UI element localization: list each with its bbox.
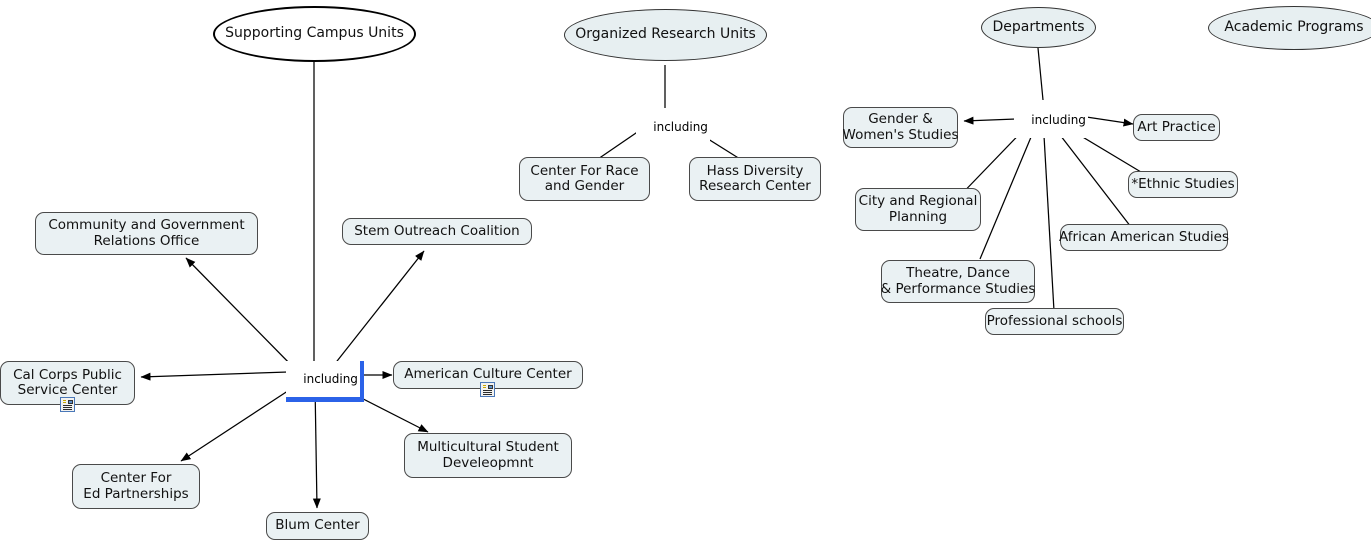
document-image-icon[interactable] <box>60 397 75 412</box>
concept-label: City and Regional Planning <box>858 193 978 225</box>
concept-city-and-regional-planning[interactable]: City and Regional Planning <box>855 188 981 231</box>
concept-blum-center[interactable]: Blum Center <box>266 512 369 540</box>
concept-label: Theatre, Dance & Performance Studies <box>880 265 1036 297</box>
root-node-departments[interactable]: Departments <box>981 7 1096 48</box>
root-label: Organized Research Units <box>575 26 756 43</box>
concept-label: African American Studies <box>1059 228 1229 245</box>
concept-label: Gender & Women's Studies <box>842 111 959 143</box>
concept-center-for-race-and-gender[interactable]: Center For Race and Gender <box>519 157 650 201</box>
link-label-text: including <box>303 372 358 386</box>
root-node-supporting-campus-units[interactable]: Supporting Campus Units <box>213 6 416 62</box>
concept-label: Hass Diversity Research Center <box>699 162 811 194</box>
concept-hass-diversity-research-center[interactable]: Hass Diversity Research Center <box>689 157 821 201</box>
concept-community-and-government-relations-office[interactable]: Community and Government Relations Offic… <box>35 212 258 255</box>
concept-multicultural-student-develeopmnt[interactable]: Multicultural Student Develeopmnt <box>404 433 572 478</box>
link-label-supporting-including[interactable]: including <box>286 361 364 402</box>
link-label-departments-including[interactable]: including <box>1014 102 1088 138</box>
concept-label: Art Practice <box>1137 118 1216 135</box>
icon-lines <box>483 390 492 395</box>
concept-label: Community and Government Relations Offic… <box>48 217 245 249</box>
document-image-icon[interactable] <box>480 382 495 397</box>
concept-center-for-ed-partnerships[interactable]: Center For Ed Partnerships <box>72 464 200 509</box>
link-label-text: including <box>1031 113 1086 127</box>
root-label: Supporting Campus Units <box>225 25 404 42</box>
concept-label: Professional schools <box>986 312 1123 329</box>
concept-art-practice[interactable]: Art Practice <box>1133 114 1220 141</box>
root-node-academic-programs[interactable]: Academic Programs <box>1208 6 1371 50</box>
concept-gender-and-womens-studies[interactable]: Gender & Women's Studies <box>843 107 958 148</box>
concept-label: American Culture Center <box>404 366 572 383</box>
link-label-text: including <box>653 120 708 134</box>
root-label: Academic Programs <box>1224 19 1364 36</box>
link-label-research-including[interactable]: including <box>636 109 710 145</box>
concept-label: Center For Race and Gender <box>530 162 639 194</box>
root-label: Departments <box>992 18 1085 35</box>
icon-picture <box>488 384 493 389</box>
concept-label: *Ethnic Studies <box>1131 175 1235 192</box>
concept-label: Multicultural Student Develeopmnt <box>417 439 559 471</box>
concept-theatre-dance-and-performance-studies[interactable]: Theatre, Dance & Performance Studies <box>881 260 1035 303</box>
icon-picture <box>68 399 73 404</box>
concept-african-american-studies[interactable]: African American Studies <box>1059 224 1229 251</box>
icon-bars <box>483 385 486 389</box>
root-node-organized-research-units[interactable]: Organized Research Units <box>564 9 767 61</box>
concept-label: Cal Corps Public Service Center <box>13 366 122 398</box>
concept-ethnic-studies[interactable]: *Ethnic Studies <box>1128 171 1238 198</box>
concept-professional-schools[interactable]: Professional schools <box>985 308 1124 335</box>
icon-bars <box>63 400 66 404</box>
concept-label: Blum Center <box>275 517 360 534</box>
concept-label: Stem Outreach Coalition <box>354 222 520 239</box>
concept-stem-outreach-coalition[interactable]: Stem Outreach Coalition <box>342 218 532 245</box>
concept-label: Center For Ed Partnerships <box>83 470 189 502</box>
icon-lines <box>63 405 72 410</box>
